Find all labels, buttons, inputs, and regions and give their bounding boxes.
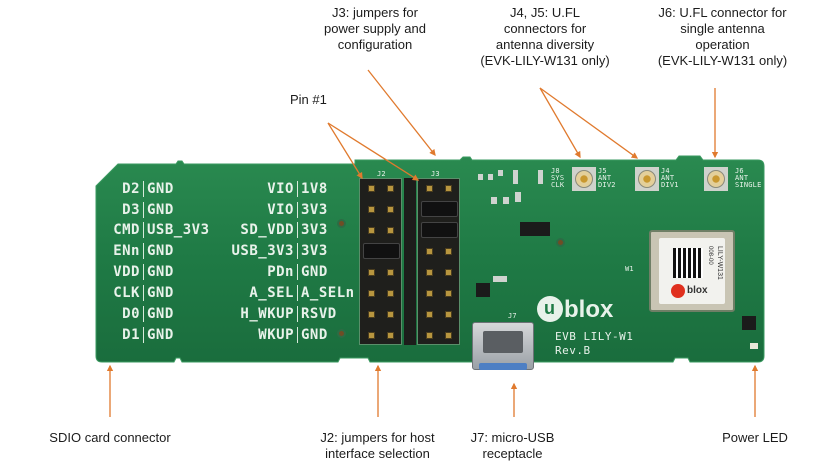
jumper-cap[interactable] (363, 243, 400, 259)
ic-chip (742, 316, 756, 330)
callout-power-led: Power LED (722, 430, 788, 445)
j6-ufl-connector[interactable] (707, 170, 725, 188)
mounting-hole (337, 329, 346, 338)
callout-j4-j5: J4, J5: U.FL connectors for antenna dive… (480, 5, 610, 68)
board-name-label: EVB LILY-W1 (555, 330, 634, 343)
jumper-cap[interactable] (421, 201, 458, 217)
j3-header (417, 178, 460, 345)
j7-label: J7 (508, 312, 517, 320)
callout-j3: J3: jumpers for power supply and configu… (324, 5, 426, 52)
j7-micro-usb-receptacle[interactable] (472, 322, 534, 370)
mounting-hole (337, 219, 346, 228)
ublox-silk-text: blox (564, 296, 614, 323)
callout-j2: J2: jumpers for host interface selection (320, 430, 435, 461)
lily-w131-module: 008-00 LILY-W131 blox (649, 230, 735, 312)
j4-label: J4 ANT DIV1 (661, 167, 679, 189)
header-gap (404, 178, 416, 345)
callout-j6: J6: U.FL connector for single antenna op… (657, 5, 788, 68)
j8-label: J8 SYS CLK (551, 167, 565, 189)
qr-code (673, 248, 703, 278)
revision-label: Rev.B (555, 344, 591, 357)
callout-j7: J7: micro-USB receptacle (470, 430, 555, 461)
callout-pin1: Pin #1 (290, 92, 327, 107)
ublox-logo-icon (671, 284, 685, 298)
j4-ufl-connector[interactable] (638, 170, 656, 188)
j3-label: J3 (431, 170, 440, 178)
mounting-hole (556, 238, 565, 247)
module-shield: 008-00 LILY-W131 blox (659, 238, 725, 304)
j2-label: J2 (377, 170, 386, 178)
j5-ufl-connector[interactable] (575, 170, 593, 188)
callout-sdio-card-connector: SDIO card connector (49, 430, 171, 445)
j5-label: J5 ANT DIV2 (598, 167, 616, 189)
j6-label: J6 ANT SINGLE (735, 167, 762, 189)
j2-header (359, 178, 402, 345)
ic-chip (476, 283, 490, 297)
power-led (750, 343, 758, 349)
ic-chip (520, 222, 550, 236)
jumper-cap[interactable] (421, 222, 458, 238)
w1-label: W1 (625, 265, 634, 273)
ublox-silk-logo-icon: u (537, 296, 563, 322)
